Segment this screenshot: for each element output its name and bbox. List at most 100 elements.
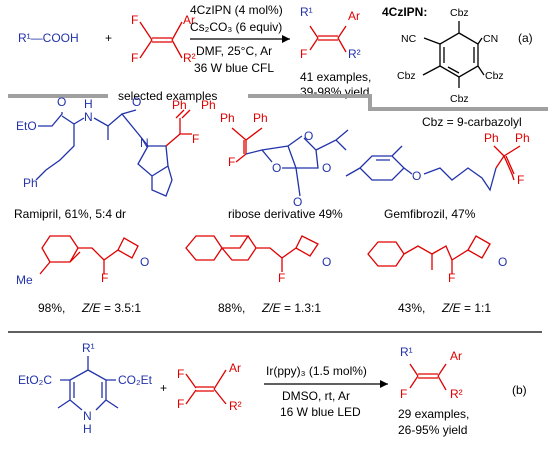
ribose-ome-o: O bbox=[293, 195, 302, 209]
ribose-ph2: Ph bbox=[253, 111, 268, 125]
monofluoroalkene-product-a: R¹ Ar F R² bbox=[300, 5, 361, 61]
carboxylic-acid: R¹—COOH bbox=[18, 31, 79, 45]
product-b-Ar: Ar bbox=[450, 349, 462, 363]
product-R2: R² bbox=[348, 47, 361, 61]
example-tolyl-yield: 98%, bbox=[38, 301, 65, 315]
example-diene-yield: 43%, bbox=[398, 301, 425, 315]
conditions-a-1: 4CzIPN (4 mol%) bbox=[190, 3, 283, 17]
ramipril-ph: Ph bbox=[23, 176, 38, 190]
scheme-b: R¹ EtO₂C CO₂Et N H + F F Ar R² Ir(ppy)₃ … bbox=[18, 341, 527, 437]
ramipril-eto: EtO bbox=[16, 119, 37, 133]
tolyl-f: F bbox=[101, 271, 108, 285]
product-F: F bbox=[300, 47, 307, 61]
selected-examples-divider: selected examples bbox=[8, 89, 548, 111]
cbz-definition: Cbz = 9-carbazolyl bbox=[422, 115, 522, 129]
scheme-a: R¹—COOH + F F Ar R² 4CzIPN (4 mol%) Cs₂C… bbox=[18, 3, 533, 129]
hantzsch-ester: R¹ EtO₂C CO₂Et N H bbox=[18, 341, 153, 436]
alkene-b-R2: R² bbox=[229, 399, 242, 413]
hantzsch-h: H bbox=[83, 422, 92, 436]
alkene-F-bottom: F bbox=[131, 51, 138, 65]
cbz-bottom: Cbz bbox=[450, 93, 469, 105]
conditions-b-1: Ir(ppy)₃ (1.5 mol%) bbox=[266, 364, 367, 378]
naphthyl-f: F bbox=[278, 271, 285, 285]
ribose-f: F bbox=[228, 155, 235, 169]
selected-examples-label: selected examples bbox=[118, 89, 217, 103]
hantzsch-n: N bbox=[83, 409, 92, 423]
catalyst-4czipn: 4CzIPN: (a) Cbz NC CN Cbz Cbz Cbz Cbz = … bbox=[382, 5, 533, 129]
example-gemfibrozil: O Ph Ph F Gemfibrozil, 47% bbox=[345, 131, 530, 221]
example-naphthyl-thf: F O 88%, Z/E = 1.3:1 bbox=[185, 235, 331, 315]
ramipril-o1: O bbox=[57, 95, 66, 109]
conditions-a-2: Cs₂CO₃ (6 equiv) bbox=[190, 20, 282, 34]
cbz-left: Cbz bbox=[397, 70, 416, 82]
example-gemfibrozil-caption: Gemfibrozil, 47% bbox=[384, 207, 476, 221]
gemfibrozil-f: F bbox=[517, 173, 524, 187]
alkene-F-top: F bbox=[131, 13, 138, 27]
monofluoroalkene-product-b: R¹ Ar F R² bbox=[400, 345, 463, 401]
example-naphthyl-ze: Z/E bbox=[261, 301, 282, 315]
difluoroalkene-reactant-b: F F Ar R² bbox=[177, 361, 242, 413]
product-b-F: F bbox=[400, 387, 407, 401]
ramipril-n-ring: N bbox=[140, 136, 149, 150]
difluoroalkene-reactant-a: F F Ar R² bbox=[131, 13, 196, 65]
product-Ar: Ar bbox=[348, 9, 360, 23]
ramipril-nh-h: H bbox=[84, 97, 93, 111]
product-b-R2: R² bbox=[450, 387, 463, 401]
tolyl-me: Me bbox=[16, 273, 33, 287]
ribose-o-ring: O bbox=[272, 161, 281, 175]
scheme-label-b: (b) bbox=[512, 383, 527, 397]
diene-f: F bbox=[448, 271, 455, 285]
example-diene-ze: Z/E bbox=[441, 301, 462, 315]
example-tolyl-thf: Me F O 98%, Z/E = 3.5:1 bbox=[16, 235, 149, 315]
plus-sign-a: + bbox=[105, 31, 112, 45]
naphthyl-o: O bbox=[322, 255, 331, 269]
ribose-o2: O bbox=[322, 161, 331, 175]
conditions-b-2: DMSO, rt, Ar bbox=[282, 389, 350, 403]
ramipril-o2: O bbox=[132, 95, 141, 109]
catalyst-title: 4CzIPN: bbox=[382, 5, 427, 19]
conditions-a-3: DMF, 25°C, Ar bbox=[196, 44, 272, 58]
example-naphthyl-ratio: = 1.3:1 bbox=[284, 301, 321, 315]
yield-range-b: 26-95% yield bbox=[398, 423, 467, 437]
hantzsch-left-ester: EtO₂C bbox=[18, 373, 52, 387]
ramipril-ph-red1: Ph bbox=[172, 98, 187, 112]
alkene-R2: R² bbox=[183, 51, 196, 65]
example-ramipril-caption: Ramipril, 61%, 5:4 dr bbox=[14, 207, 126, 221]
hantzsch-r1: R¹ bbox=[82, 341, 95, 355]
alkene-Ar: Ar bbox=[183, 13, 195, 27]
diene-o: O bbox=[498, 255, 507, 269]
alkene-b-Ar: Ar bbox=[229, 361, 241, 375]
gemfibrozil-o: O bbox=[412, 169, 421, 183]
cbz-right: Cbz bbox=[485, 70, 504, 82]
example-ribose-derivative: Ph Ph F O O O O ribose derivative 49% bbox=[220, 111, 349, 221]
scheme-label-a: (a) bbox=[518, 31, 533, 45]
alkene-b-F-top: F bbox=[177, 367, 184, 381]
example-diene-ratio: = 1:1 bbox=[464, 301, 491, 315]
scope-count-b: 29 examples, bbox=[398, 407, 469, 421]
catalyst-cn: CN bbox=[483, 33, 498, 45]
ramipril-f: F bbox=[192, 132, 199, 146]
hantzsch-right-ester: CO₂Et bbox=[118, 373, 153, 387]
catalyst-nc: NC bbox=[401, 33, 417, 45]
gemfibrozil-ph2: Ph bbox=[515, 131, 530, 145]
ribose-o1: O bbox=[304, 129, 313, 143]
example-naphthyl-yield: 88%, bbox=[218, 301, 245, 315]
example-ribose-caption: ribose derivative 49% bbox=[228, 207, 343, 221]
example-diene-thf: F O 43%, Z/E = 1:1 bbox=[367, 235, 507, 315]
tolyl-o: O bbox=[140, 255, 149, 269]
gemfibrozil-ph1: Ph bbox=[484, 131, 499, 145]
ramipril-ph-red2: Ph bbox=[201, 98, 216, 112]
alkene-b-F-bottom: F bbox=[177, 397, 184, 411]
ramipril-nh-n: N bbox=[84, 110, 93, 124]
conditions-a-4: 36 W blue CFL bbox=[194, 61, 274, 75]
conditions-b-3: 16 W blue LED bbox=[280, 405, 361, 419]
example-ramipril: EtO O N H O N Ph Ph Ph F Ramipril, 61%, … bbox=[14, 95, 216, 221]
plus-sign-b: + bbox=[160, 381, 167, 395]
example-tolyl-ratio: = 3.5:1 bbox=[104, 301, 141, 315]
example-tolyl-ze: Z/E bbox=[81, 301, 102, 315]
product-R1: R¹ bbox=[300, 5, 313, 19]
cbz-top: Cbz bbox=[450, 7, 469, 19]
product-b-R1: R¹ bbox=[400, 345, 413, 359]
scope-count-a: 41 examples, bbox=[300, 70, 371, 84]
